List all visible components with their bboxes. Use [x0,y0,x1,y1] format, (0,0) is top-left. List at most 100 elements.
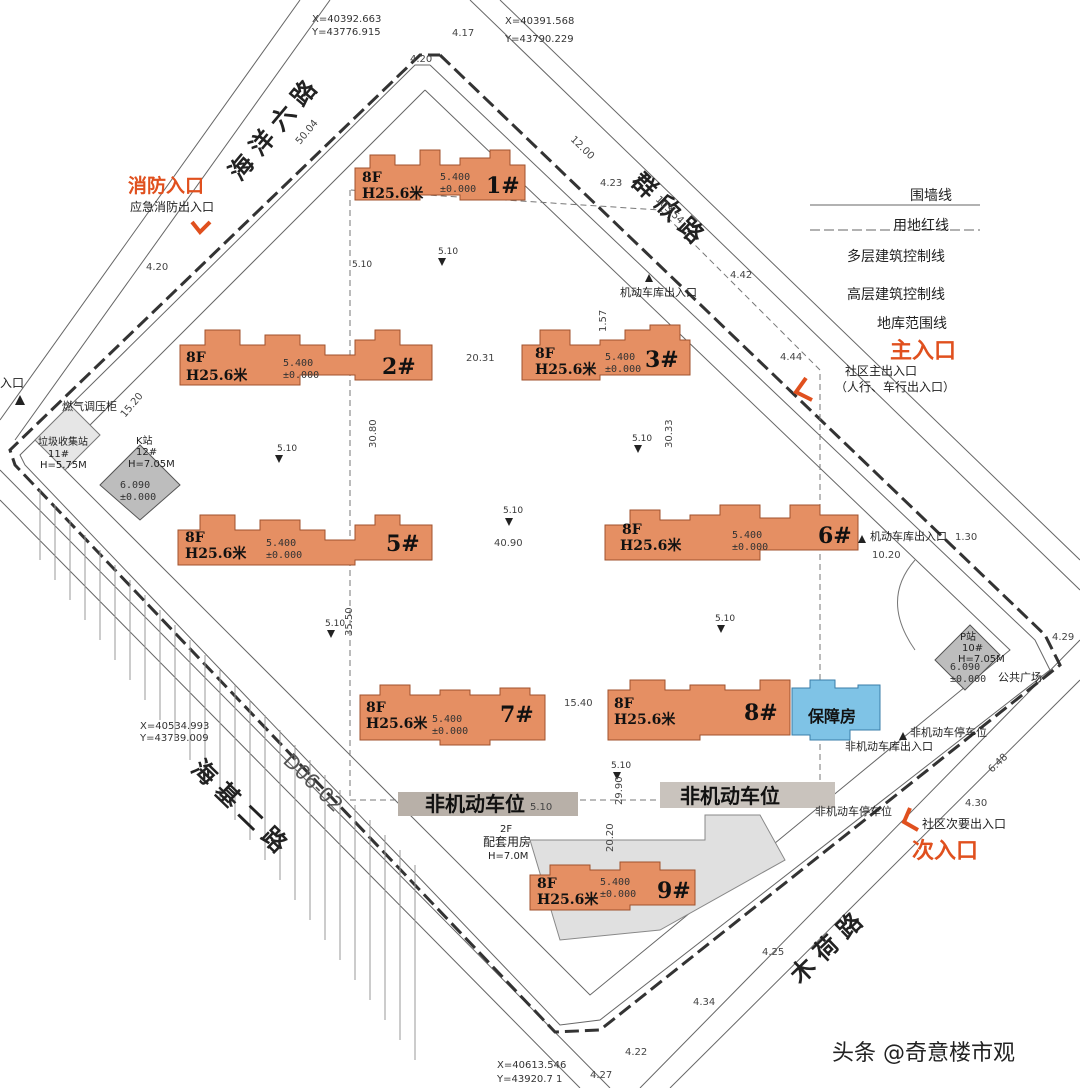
level-labels: 5.400 ±0.000 5.400 ±0.000 5.400 ±0.000 5… [120,172,986,900]
svg-text:5.10: 5.10 [530,802,552,813]
svg-text:5.10: 5.10 [438,247,458,257]
svg-text:4.22: 4.22 [625,1047,647,1058]
svg-text:4.44: 4.44 [780,352,802,363]
building-1-height: H25.6米 [362,185,424,202]
building-2-height: H25.6米 [186,367,248,384]
entrance-chevrons [190,220,919,832]
building-2-shape [179,329,433,386]
lot-code: D06-02 [279,748,349,816]
building-7-height: H25.6米 [366,715,428,732]
road-haiji2: 海 基 二 路 [186,753,294,859]
affordable-housing-label: 保障房 [807,707,856,726]
bike-parking-right-bar [660,782,835,808]
support-height: H=7.0M [488,851,528,862]
svg-text:5.10: 5.10 [715,614,735,624]
support-floors: 2F [500,824,512,835]
waste-station-shape [34,404,101,471]
elevation-values: 5.10 5.10 5.10 5.10 5.10 5.10 5.10 5.10 [277,247,735,771]
building-3-floors: 8F [535,346,555,362]
building-8-height: H25.6米 [614,711,676,728]
svg-text:1.30: 1.30 [955,532,977,543]
svg-text:4.17: 4.17 [452,28,474,39]
bike-parking-left-bar [398,792,578,816]
svg-text:5.10: 5.10 [277,444,297,454]
svg-text:20.31: 20.31 [466,353,495,364]
building-1-floors: 8F [362,170,382,186]
fire-entrance-sub: 应急消防出入口 [130,199,214,214]
svg-text:X=40391.568: X=40391.568 [505,16,574,27]
building-2-id: 2# [382,354,416,380]
building-5-floors: 8F [185,530,205,546]
bike-stop-2: 非机动车停车位 [815,804,892,818]
svg-text:±0.000: ±0.000 [432,726,468,737]
building-8-shape [607,679,791,741]
svg-text:5.10: 5.10 [352,260,372,270]
svg-text:5.400: 5.400 [600,877,630,888]
svg-text:4.42: 4.42 [730,270,752,281]
svg-text:±0.000: ±0.000 [266,550,302,561]
svg-text:±0.000: ±0.000 [120,492,156,503]
svg-text:5.10: 5.10 [503,506,523,516]
svg-text:40.90: 40.90 [494,538,523,549]
svg-text:1.57: 1.57 [598,310,609,332]
svg-text:6.090: 6.090 [120,480,150,491]
svg-text:12.00: 12.00 [568,134,596,162]
svg-text:5.400: 5.400 [440,172,470,183]
svg-text:4.27: 4.27 [590,1070,612,1081]
building-3-id: 3# [645,347,679,373]
bike-parking-right-label: 非机动车位 [680,784,780,808]
svg-text:5.10: 5.10 [611,761,631,771]
svg-text:4.23: 4.23 [600,178,622,189]
svg-text:X=40392.663: X=40392.663 [312,14,381,25]
svg-text:5.400: 5.400 [266,538,296,549]
building-3-shape [521,324,691,381]
svg-text:X=40613.546: X=40613.546 [497,1060,566,1071]
building-1-shape [354,149,526,201]
svg-text:±0.000: ±0.000 [440,184,476,195]
bike-parking-left-label: 非机动车位 [425,792,525,816]
svg-text:29.90: 29.90 [614,776,625,805]
p-station-label: P站 [960,630,976,643]
svg-text:4.20: 4.20 [146,262,168,273]
basement-range [349,189,821,801]
kb-station-height: H=7.05M [128,459,175,470]
elevation-markers [15,258,907,780]
site-red-line [8,53,1062,1034]
building-9-height: H25.6米 [537,891,599,908]
svg-text:5.400: 5.400 [432,714,462,725]
building-3-height: H25.6米 [535,361,597,378]
building-6-height: H25.6米 [620,537,682,554]
coordinates: X=40392.663 Y=43776.915 X=40391.568 Y=43… [139,14,574,1085]
affordable-housing-shape [791,679,881,741]
svg-text:4.30: 4.30 [965,798,987,809]
svg-text:5.10: 5.10 [325,619,345,629]
waste-station-id: 11# [48,449,69,460]
svg-text:±0.000: ±0.000 [605,364,641,375]
svg-text:±0.000: ±0.000 [732,542,768,553]
main-entrance-sub1: 社区主出入口 [845,363,917,378]
public-square-label: 公共广场 [998,670,1042,684]
legend-wall-line: 围墙线 [910,188,952,204]
garage-entrance-top: 机动车库出入口 [620,285,697,299]
building-1-id: 1# [486,173,520,199]
svg-text:10.20: 10.20 [872,550,901,561]
svg-text:5.10: 5.10 [632,434,652,444]
building-7-shape [359,684,546,746]
svg-text:6.090: 6.090 [950,662,980,673]
svg-text:±0.000: ±0.000 [950,674,986,685]
svg-text:5.400: 5.400 [605,352,635,363]
building-7-id: 7# [500,702,534,728]
svg-text:30.80: 30.80 [368,419,379,448]
building-2-floors: 8F [186,350,206,366]
bike-stop-1: 非机动车停车位 [910,725,987,739]
waste-station-height: H=5.75M [40,460,87,471]
fire-entrance-title: 消防入口 [128,174,204,197]
building-5-shape [177,514,433,566]
svg-text:±0.000: ±0.000 [600,889,636,900]
secondary-entrance-sub: 社区次要出入口 [922,816,1006,831]
road-muhe: 木 荷 路 [783,906,868,990]
building-8-id: 8# [744,700,778,726]
building-6-floors: 8F [622,522,642,538]
